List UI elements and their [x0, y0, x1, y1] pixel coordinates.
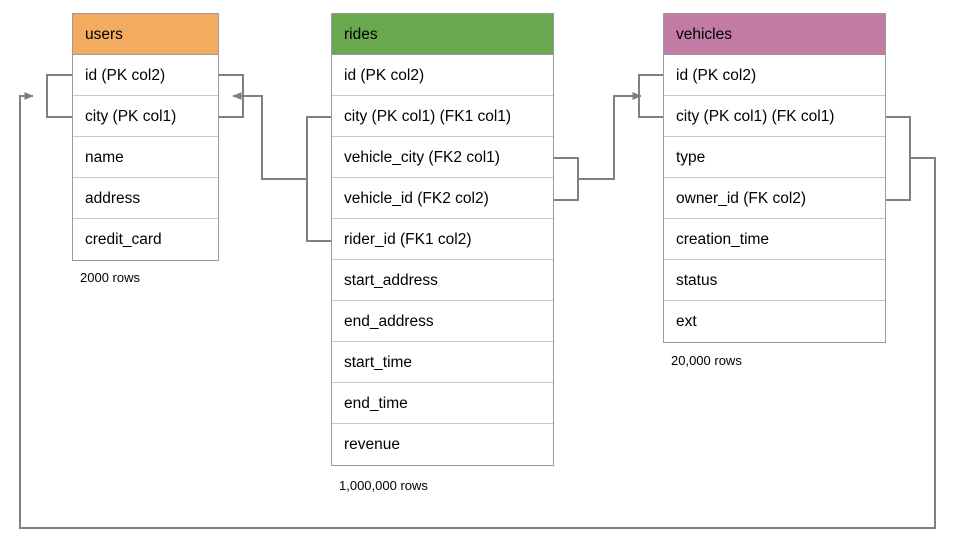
field-rides-end-time[interactable]: end_time [332, 383, 553, 424]
field-rides-rider-id[interactable]: rider_id (FK1 col2) [332, 219, 553, 260]
entity-rides[interactable]: rides id (PK col2) city (PK col1) (FK1 c… [331, 13, 554, 466]
field-vehicles-id[interactable]: id (PK col2) [664, 55, 885, 96]
fk-vehicles-target-bracket [46, 74, 72, 118]
field-rides-end-address[interactable]: end_address [332, 301, 553, 342]
field-users-address[interactable]: address [73, 178, 218, 219]
field-vehicles-creation-time[interactable]: creation_time [664, 219, 885, 260]
connector-fk2-rides-to-vehicles [554, 74, 663, 201]
row-count-users: 2000 rows [80, 270, 140, 285]
field-vehicles-owner-id[interactable]: owner_id (FK col2) [664, 178, 885, 219]
fk2-source-bracket [554, 157, 579, 201]
connector-fk1-rides-to-users [219, 74, 331, 242]
fk2-path [578, 92, 642, 180]
field-rides-vehicle-city[interactable]: vehicle_city (FK2 col1) [332, 137, 553, 178]
field-rides-vehicle-id[interactable]: vehicle_id (FK2 col2) [332, 178, 553, 219]
field-users-credit-card[interactable]: credit_card [85, 231, 162, 248]
field-vehicles-type[interactable]: type [664, 137, 885, 178]
field-vehicles-city[interactable]: city (PK col1) (FK col1) [664, 96, 885, 137]
entity-vehicles[interactable]: vehicles id (PK col2) city (PK col1) (FK… [663, 13, 886, 343]
fk1-target-bracket [219, 74, 244, 118]
entity-rides-header: rides [332, 14, 553, 55]
field-rides-id[interactable]: id (PK col2) [332, 55, 553, 96]
fk2-target-bracket [638, 74, 663, 118]
field-rides-start-address[interactable]: start_address [332, 260, 553, 301]
field-users-id[interactable]: id (PK col2) [73, 55, 218, 96]
field-rides-revenue[interactable]: revenue [344, 436, 401, 453]
fk1-source-bracket [306, 116, 331, 242]
fk1-path [232, 92, 307, 180]
field-vehicles-status[interactable]: status [664, 260, 885, 301]
entity-users[interactable]: users id (PK col2) city (PK col1) name a… [72, 13, 219, 261]
entity-users-header: users [73, 14, 218, 55]
field-rides-start-time[interactable]: start_time [332, 342, 553, 383]
entity-vehicles-header: vehicles [664, 14, 885, 55]
row-count-vehicles: 20,000 rows [671, 353, 742, 368]
fk-vehicles-source-bracket [886, 116, 911, 201]
row-count-rides: 1,000,000 rows [339, 478, 428, 493]
field-users-city[interactable]: city (PK col1) [73, 96, 218, 137]
field-vehicles-ext[interactable]: ext [676, 313, 697, 330]
field-users-name[interactable]: name [73, 137, 218, 178]
field-rides-city[interactable]: city (PK col1) (FK1 col1) [332, 96, 553, 137]
